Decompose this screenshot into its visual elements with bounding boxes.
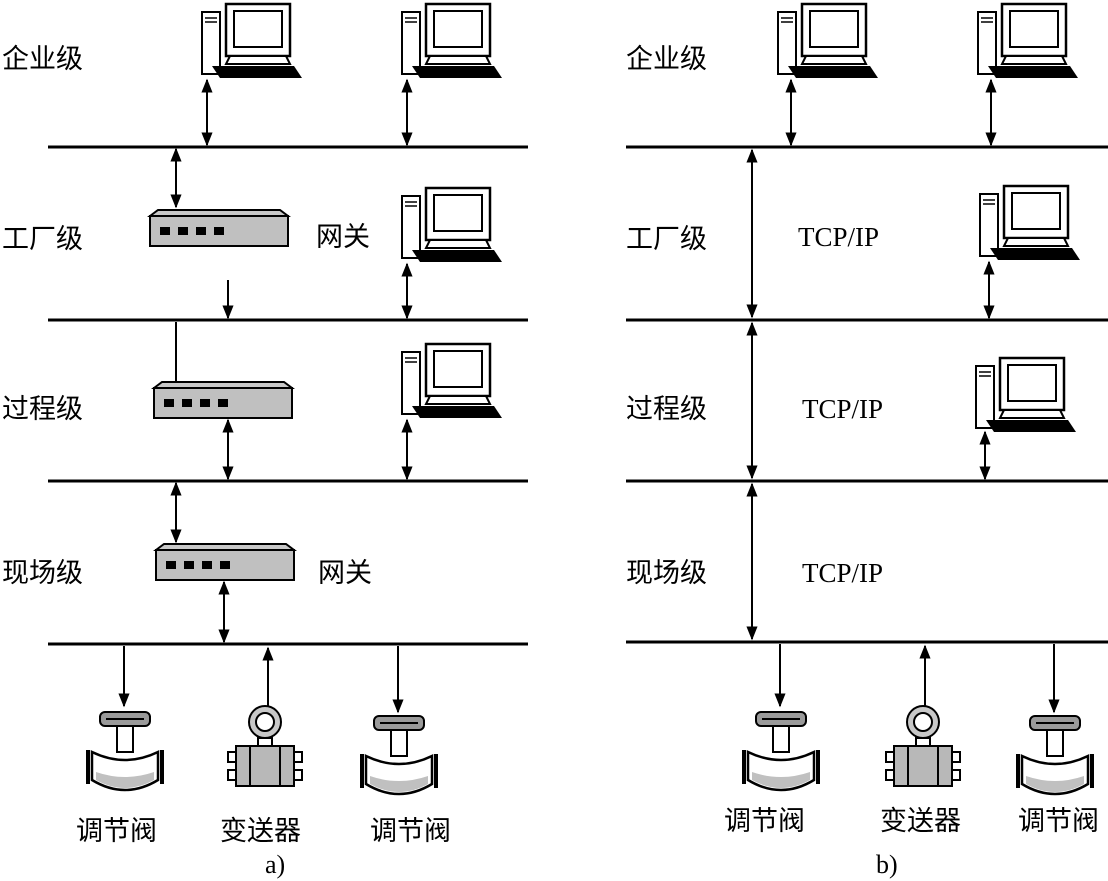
panel-caption: a) (265, 850, 285, 879)
gateway-label: 网关 (318, 558, 372, 589)
control-valve-icon (1016, 714, 1094, 796)
level-label: 工厂级 (626, 224, 707, 255)
level-label: 工厂级 (2, 224, 83, 255)
computer-icon (400, 186, 504, 264)
gateway-icon (155, 543, 295, 581)
computer-icon (976, 2, 1080, 80)
gateway-icon (153, 381, 293, 419)
device-label: 调节阀 (1018, 806, 1099, 837)
computer-icon (400, 2, 504, 80)
level-label: 企业级 (2, 44, 83, 75)
computer-icon (974, 356, 1078, 434)
panel-caption: b) (876, 850, 898, 879)
protocol-label: TCP/IP (798, 222, 879, 252)
level-label: 过程级 (626, 394, 707, 425)
computer-icon (776, 2, 880, 80)
computer-icon (400, 342, 504, 420)
level-label: 现场级 (2, 558, 83, 589)
level-label: 企业级 (626, 44, 707, 75)
panel-a: 企业级 工厂级 过程级 现场级 网关 网关 调节阀 变 (2, 2, 528, 879)
computer-icon (978, 184, 1082, 262)
transmitter-icon (885, 705, 961, 787)
panel-b: 企业级 工厂级 过程级 现场级 TCP/IP TCP/IP TCP/IP 调节阀… (626, 2, 1108, 879)
level-label: 现场级 (626, 558, 707, 589)
device-label: 调节阀 (370, 816, 451, 847)
protocol-label: TCP/IP (802, 394, 883, 424)
device-label: 调节阀 (724, 806, 805, 837)
transmitter-icon (227, 705, 303, 787)
level-label: 过程级 (2, 394, 83, 425)
computer-icon (200, 2, 304, 80)
control-valve-icon (742, 710, 820, 792)
device-label: 调节阀 (76, 816, 157, 847)
protocol-label: TCP/IP (802, 558, 883, 588)
device-label: 变送器 (880, 806, 961, 837)
gateway-icon (149, 209, 289, 247)
control-valve-icon (86, 710, 164, 792)
gateway-label: 网关 (316, 222, 370, 253)
control-valve-icon (360, 714, 438, 796)
device-label: 变送器 (220, 816, 301, 847)
